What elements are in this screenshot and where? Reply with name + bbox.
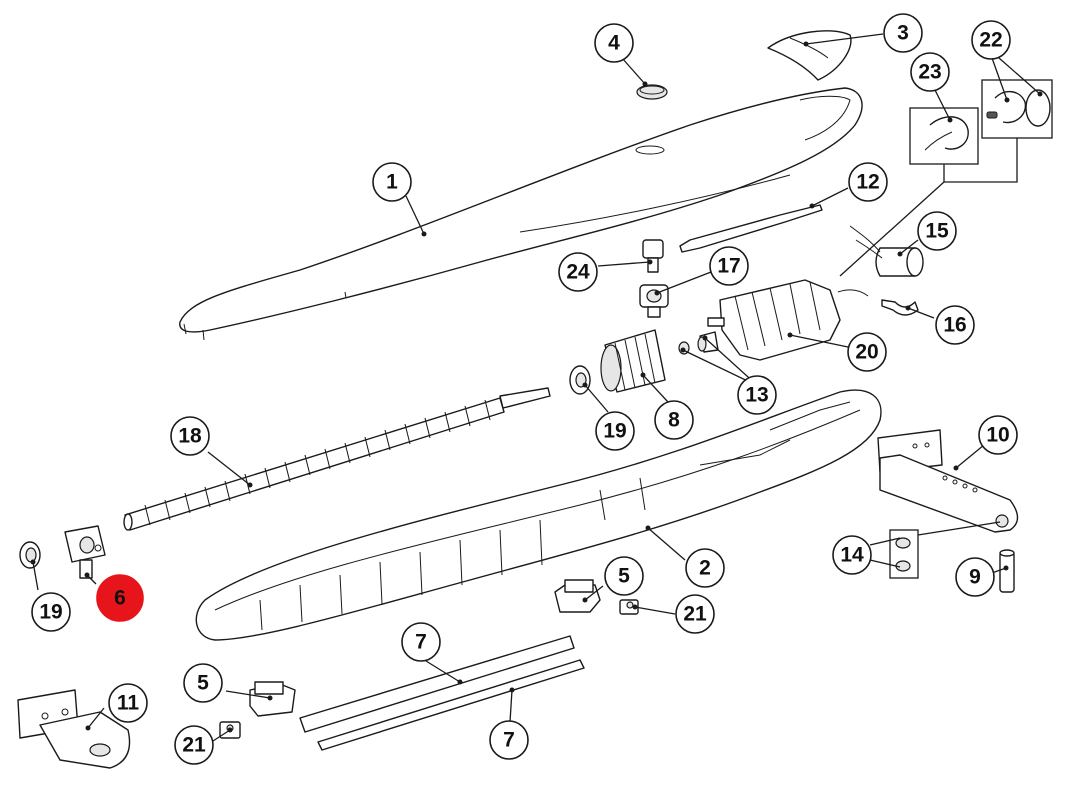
svg-text:21: 21: [683, 603, 707, 626]
svg-text:10: 10: [986, 424, 1009, 447]
part-release-key: [642, 239, 664, 273]
svg-text:19: 19: [603, 420, 626, 443]
callout-9: 9: [955, 557, 995, 597]
cable-connector: [839, 181, 945, 277]
callout-1: 1: [372, 162, 412, 202]
callout-2: 2: [685, 548, 725, 588]
callout-19-lower: 19: [31, 592, 71, 632]
part-fork-connector: [64, 525, 106, 579]
callout-7-upper: 7: [401, 622, 441, 662]
svg-text:8: 8: [668, 409, 680, 432]
svg-text:22: 22: [979, 29, 1002, 52]
callout-13: 13: [737, 375, 777, 415]
part-gear: [600, 329, 666, 393]
part-end-cap: [767, 30, 852, 81]
part-plug: [636, 84, 668, 100]
callout-11: 11: [108, 683, 148, 723]
svg-text:3: 3: [897, 22, 909, 45]
svg-text:24: 24: [566, 261, 590, 284]
part-switch-clip-upper: [619, 599, 639, 615]
svg-text:7: 7: [415, 631, 427, 654]
svg-text:15: 15: [925, 220, 949, 243]
svg-text:11: 11: [117, 692, 140, 715]
part-limit-switch-upper: [554, 579, 601, 613]
svg-text:14: 14: [840, 544, 864, 567]
leader-lines: [32, 33, 1041, 742]
inset-connector: [943, 138, 1018, 183]
svg-text:18: 18: [178, 425, 202, 448]
callout-24: 24: [558, 252, 598, 292]
callout-18: 18: [170, 416, 210, 456]
callout-4: 4: [594, 23, 634, 63]
svg-text:5: 5: [618, 565, 630, 588]
svg-text:19: 19: [39, 601, 62, 624]
part-strip: [679, 204, 823, 253]
callout-21-upper: 21: [675, 594, 715, 634]
part-inset-22: [981, 79, 1053, 139]
callout-17: 17: [709, 246, 749, 286]
callout-14: 14: [832, 535, 872, 575]
svg-text:23: 23: [918, 61, 941, 84]
part-bottom-housing: [195, 389, 882, 641]
svg-text:17: 17: [717, 255, 740, 278]
callout-10: 10: [978, 415, 1018, 455]
svg-text:1: 1: [386, 171, 398, 194]
callout-15: 15: [917, 211, 957, 251]
part-pin: [999, 549, 1015, 593]
part-top-cover: [179, 87, 863, 341]
callout-16: 16: [935, 305, 975, 345]
svg-text:5: 5: [197, 672, 209, 695]
callout-6-highlighted: 6: [96, 574, 144, 622]
svg-text:20: 20: [855, 341, 878, 364]
callout-3: 3: [883, 13, 923, 53]
svg-text:2: 2: [699, 557, 711, 580]
callout-21-lower: 21: [174, 725, 214, 765]
part-front-bracket: [17, 689, 131, 769]
callout-7-lower: 7: [489, 720, 529, 760]
callout-23: 23: [910, 52, 950, 92]
svg-text:13: 13: [745, 384, 768, 407]
svg-text:9: 9: [969, 566, 981, 589]
part-motor: [707, 279, 869, 361]
callout-5-lower: 5: [183, 663, 223, 703]
part-rear-bracket: [877, 429, 1019, 533]
callout-22: 22: [971, 20, 1011, 60]
svg-text:7: 7: [503, 729, 515, 752]
callout-20: 20: [847, 332, 887, 372]
callout-12: 12: [848, 162, 888, 202]
leader-dots: [30, 41, 1043, 733]
part-rails: [299, 635, 585, 751]
callout-5-upper: 5: [604, 556, 644, 596]
part-worm-screw: [123, 387, 551, 531]
svg-text:21: 21: [182, 734, 206, 757]
svg-text:6: 6: [114, 587, 126, 610]
callout-19-upper: 19: [595, 411, 635, 451]
part-bearing-upper: [569, 365, 591, 395]
part-bushings: [889, 529, 919, 579]
part-clip: [881, 299, 919, 316]
part-inset-23: [909, 107, 979, 165]
svg-text:12: 12: [856, 171, 879, 194]
callout-8: 8: [654, 400, 694, 440]
part-bearing-lower: [19, 541, 41, 569]
svg-text:4: 4: [608, 32, 620, 55]
part-capacitor: [849, 225, 924, 277]
part-limit-switch-lower: [249, 681, 296, 717]
svg-text:16: 16: [943, 314, 966, 337]
part-release-device: [639, 284, 669, 318]
